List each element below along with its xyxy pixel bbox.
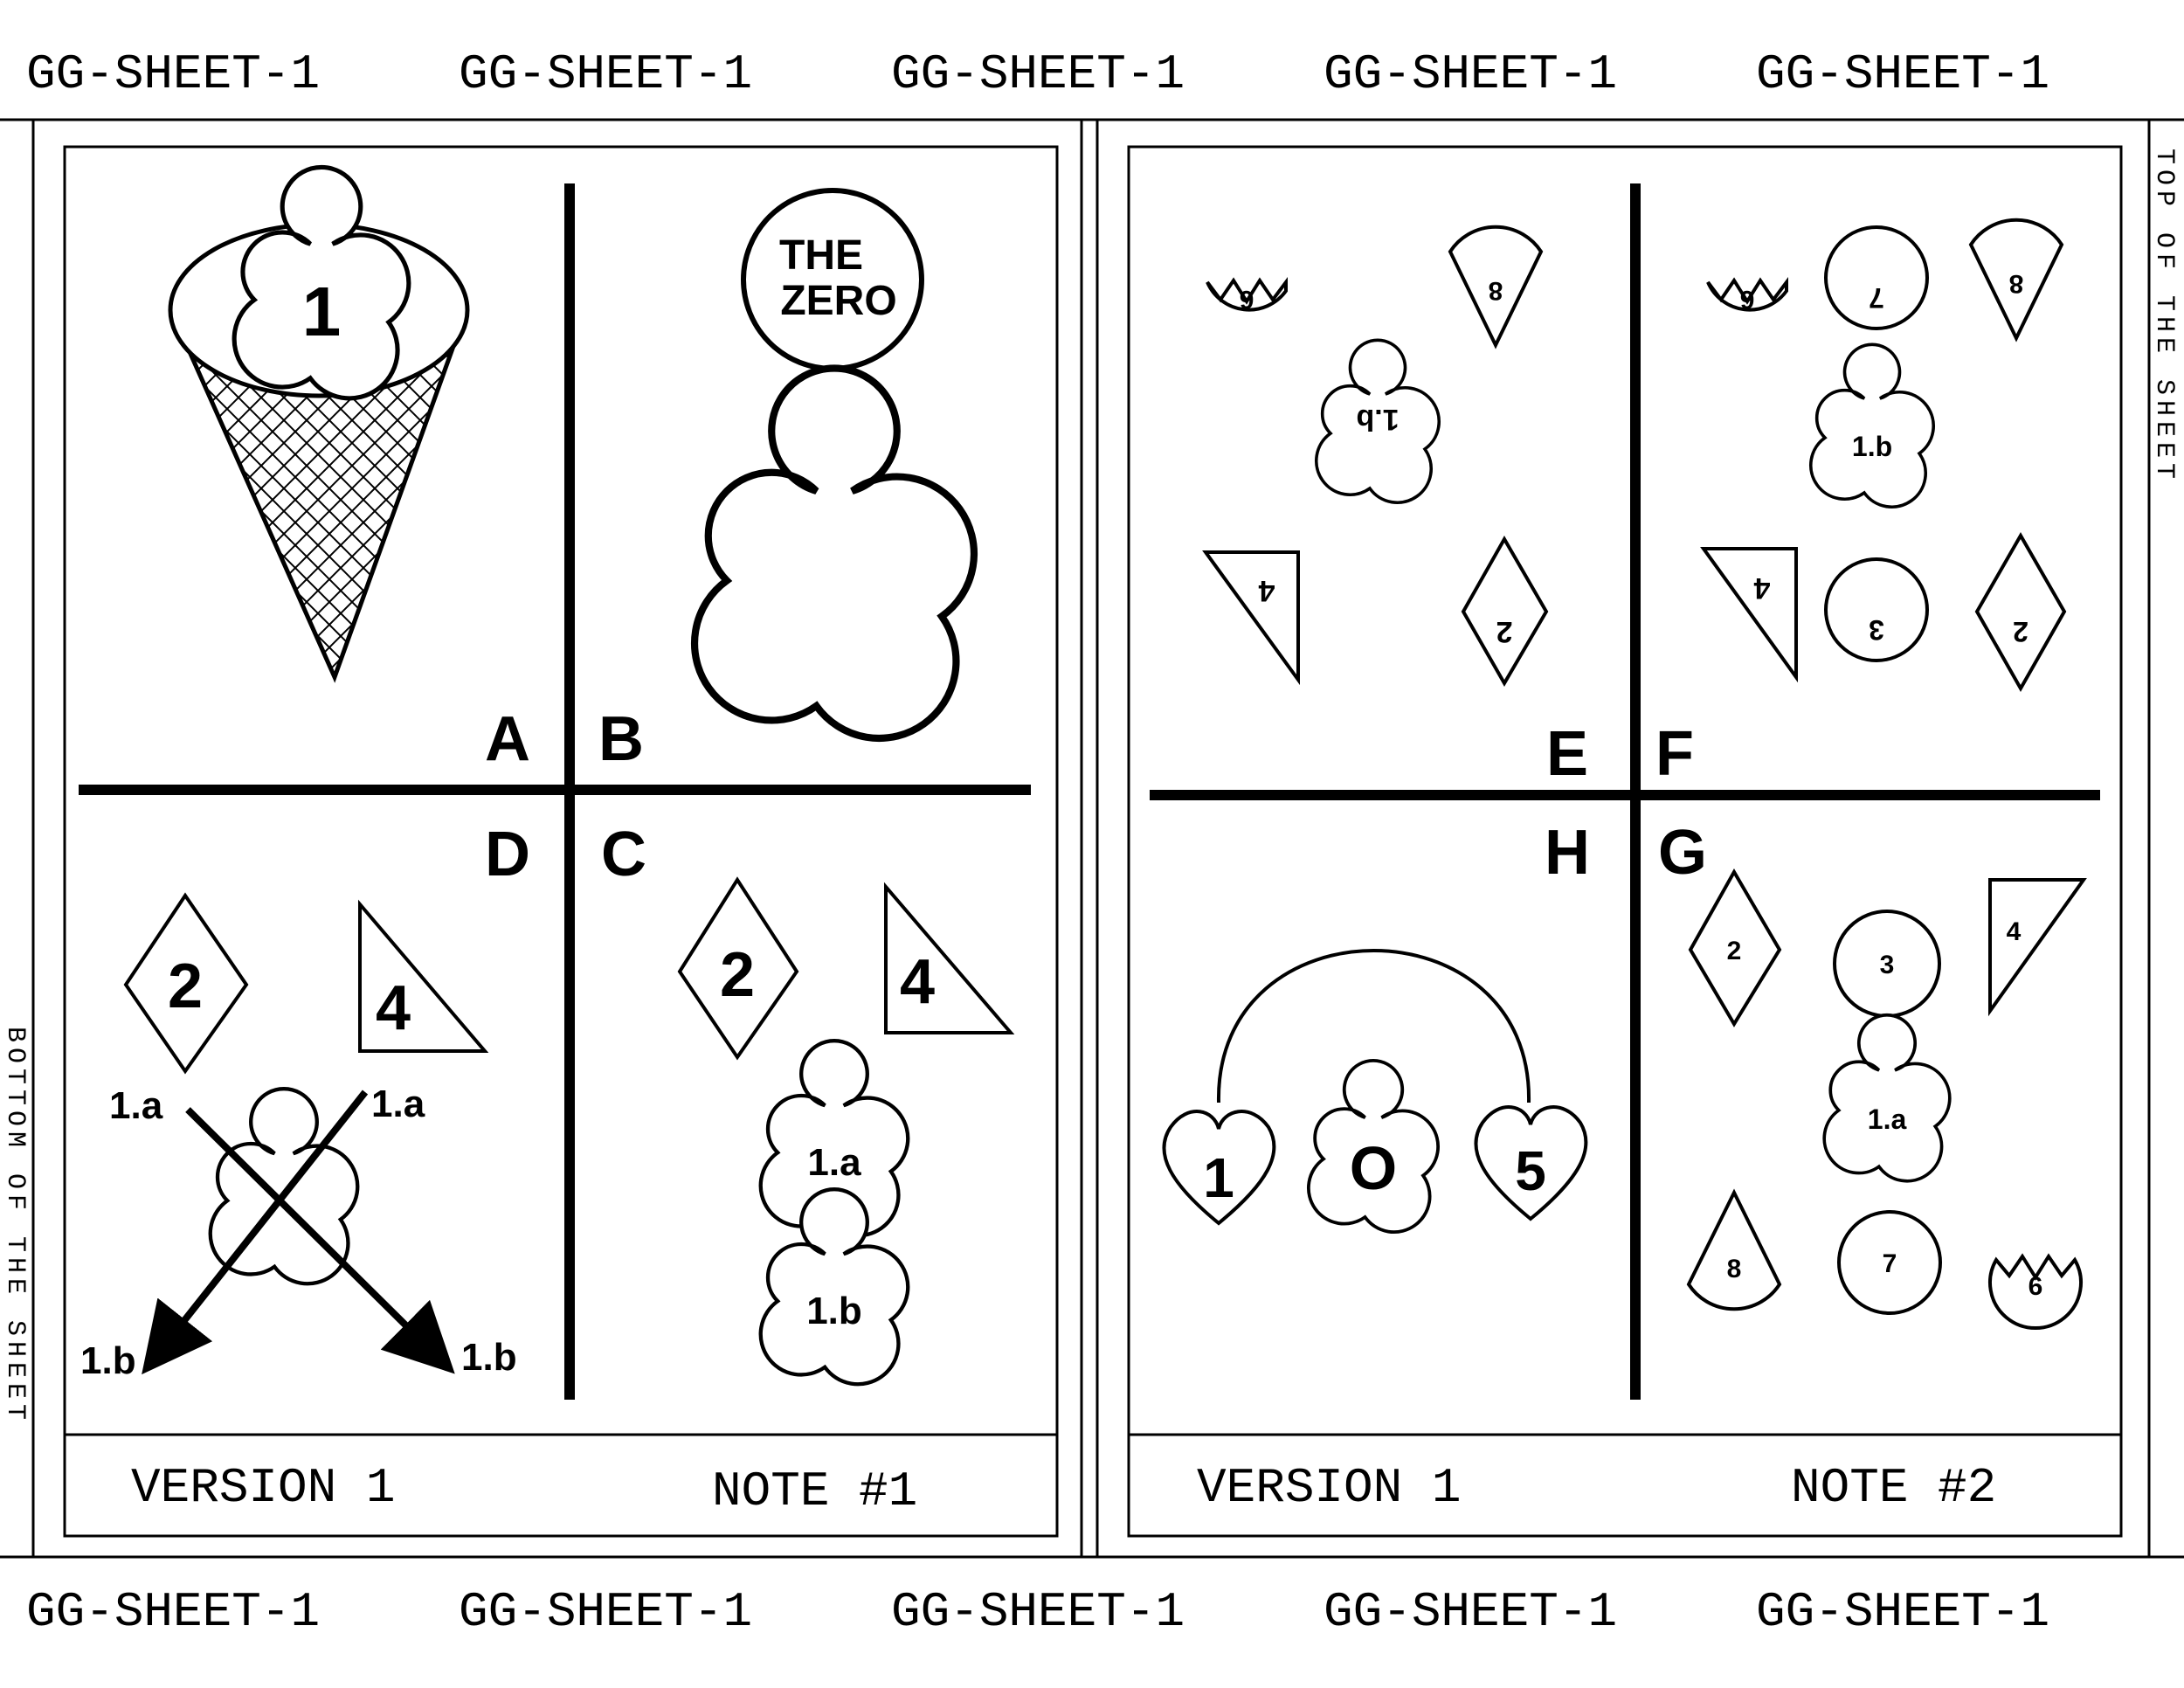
f-circle-top-icon: 7 <box>1824 225 1929 330</box>
d-diamond-number: 2 <box>168 951 203 1021</box>
quadrant-label-h: H <box>1545 818 1590 888</box>
g-drop-icon: 8 <box>1686 1188 1782 1311</box>
top-banner-item: GG-SHEET-1 <box>891 46 1185 102</box>
e-triangle-icon: 4 <box>1202 550 1300 686</box>
quadrant-label-b: B <box>598 704 644 774</box>
top-banner: GG-SHEET-1 GG-SHEET-1 GG-SHEET-1 GG-SHEE… <box>26 46 2049 102</box>
zero-clover-icon <box>695 368 974 737</box>
f-triangle-number: 4 <box>1753 571 1770 605</box>
c-triangle-icon: 4 <box>884 882 1015 1034</box>
top-banner-item: GG-SHEET-1 <box>1324 46 1617 102</box>
f-circle-top-number: 7 <box>1869 282 1884 314</box>
g-clover-label: 1.a <box>1868 1103 1907 1135</box>
f-circle-mid-icon: 3 <box>1824 557 1929 662</box>
f-triangle-icon: 4 <box>1700 547 1798 683</box>
zero-label-line2: ZERO <box>780 278 896 324</box>
f-circle-mid-number: 3 <box>1869 614 1884 646</box>
e-drop-number: 8 <box>1489 276 1503 305</box>
top-banner-item: GG-SHEET-1 <box>459 46 752 102</box>
note1-panel: VERSION 1 NOTE #1 A B D C 1 THE ZERO <box>63 145 1059 1538</box>
h-heart-right-icon: 5 <box>1474 1105 1588 1221</box>
g-diamond-number: 2 <box>1727 937 1742 965</box>
e-clover-icon: 1.b <box>1314 338 1441 505</box>
g-triangle-icon: 4 <box>1988 878 2087 1017</box>
h-heart-left-number: 1 <box>1203 1146 1234 1209</box>
h-heart-right-number: 5 <box>1515 1139 1546 1202</box>
d-label-1a-right: 1.a <box>371 1083 425 1125</box>
g-circle-bottom-icon: 7 <box>1837 1210 1942 1315</box>
f-drop-icon: 8 <box>1968 218 2064 342</box>
bottom-banner-item: GG-SHEET-1 <box>459 1584 752 1640</box>
e-triangle-number: 4 <box>1258 574 1275 607</box>
side-label-left: BOTTOM OF THE SHEET <box>0 1027 30 1425</box>
side-label-right: TOP OF THE SHEET <box>2149 149 2179 484</box>
f-clover-icon: 1.b <box>1808 342 1936 509</box>
c-triangle-number: 4 <box>900 947 935 1017</box>
top-banner-item: GG-SHEET-1 <box>1756 46 2049 102</box>
c-diamond-number: 2 <box>720 940 755 1010</box>
g-drop-number: 8 <box>1727 1255 1742 1283</box>
d-label-1a-left: 1.a <box>109 1084 163 1127</box>
f-pac-icon: 6 <box>1706 277 1788 314</box>
note2-version: VERSION 1 <box>1197 1460 1461 1516</box>
c-clover-bottom-icon: 1.b <box>761 1189 909 1384</box>
c-clover-top-label: 1.a <box>807 1141 861 1184</box>
c-diamond-icon: 2 <box>677 876 799 1061</box>
f-diamond-icon: 2 <box>1974 531 2067 693</box>
d-triangle-icon: 4 <box>358 899 489 1053</box>
quadrant-label-d: D <box>485 820 530 889</box>
ice-cream-cone-icon: 1 <box>168 167 470 683</box>
f-drop-number: 8 <box>2009 269 2024 298</box>
zero-label-line1: THE <box>779 232 863 279</box>
h-clover-icon: O <box>1306 1058 1441 1235</box>
note1-version: VERSION 1 <box>131 1460 395 1516</box>
note1-note: NOTE #1 <box>712 1463 917 1519</box>
c-clover-top-icon: 1.a <box>761 1041 909 1235</box>
g-triangle-number: 4 <box>2007 917 2022 946</box>
e-drop-icon: 8 <box>1448 225 1544 349</box>
note2-panel: VERSION 1 NOTE #2 E F H G 6 8 1.b 4 <box>1127 145 2123 1538</box>
h-arc-connector <box>1216 949 1531 1103</box>
f-clover-label: 1.b <box>1852 431 1892 462</box>
d-label-1b-right: 1.b <box>461 1336 517 1379</box>
d-label-1b-left: 1.b <box>80 1339 136 1382</box>
e-pac-icon: 6 <box>1206 277 1288 314</box>
cross-arrow-right-icon <box>185 1107 455 1374</box>
quadrant-label-e: E <box>1546 719 1588 789</box>
d-triangle-number: 4 <box>376 973 411 1043</box>
g-diamond-icon: 2 <box>1688 868 1782 1027</box>
h-heart-left-icon: 1 <box>1162 1110 1276 1226</box>
bottom-banner: GG-SHEET-1 GG-SHEET-1 GG-SHEET-1 GG-SHEE… <box>26 1584 2049 1640</box>
e-diamond-icon: 2 <box>1461 535 1549 687</box>
quadrant-label-c: C <box>601 820 646 889</box>
bottom-banner-item: GG-SHEET-1 <box>26 1584 320 1640</box>
top-banner-item: GG-SHEET-1 <box>26 46 320 102</box>
e-pac-number: 6 <box>1240 285 1254 314</box>
bottom-banner-item: GG-SHEET-1 <box>891 1584 1185 1640</box>
g-clover-icon: 1.a <box>1822 1013 1952 1183</box>
bottom-banner-item: GG-SHEET-1 <box>1756 1584 2049 1640</box>
f-diamond-number: 2 <box>2013 616 2028 647</box>
quadrant-label-f: F <box>1655 719 1694 789</box>
quadrant-label-a: A <box>485 704 530 774</box>
g-circle-bottom-number: 7 <box>1883 1249 1897 1278</box>
cone-number: 1 <box>302 273 342 350</box>
g-pac-number: 6 <box>2028 1272 2043 1301</box>
g-circle-top-number: 3 <box>1880 951 1895 979</box>
note1-frame <box>63 145 1059 1538</box>
quadrant-label-g: G <box>1658 818 1707 888</box>
note2-note: NOTE #2 <box>1791 1460 1996 1516</box>
h-clover-label: O <box>1350 1134 1397 1202</box>
e-diamond-number: 2 <box>1496 615 1513 648</box>
bottom-banner-item: GG-SHEET-1 <box>1324 1584 1617 1640</box>
g-pac-icon: 6 <box>1988 1253 2083 1330</box>
f-pac-number: 6 <box>1740 285 1755 314</box>
d-diamond-icon: 2 <box>123 892 249 1075</box>
cross-arrow-left-icon <box>142 1090 369 1375</box>
e-clover-label: 1.b <box>1356 403 1399 436</box>
c-clover-bottom-label: 1.b <box>806 1290 862 1332</box>
g-circle-top-icon: 3 <box>1833 910 1941 1018</box>
note2-frame <box>1127 145 2123 1538</box>
